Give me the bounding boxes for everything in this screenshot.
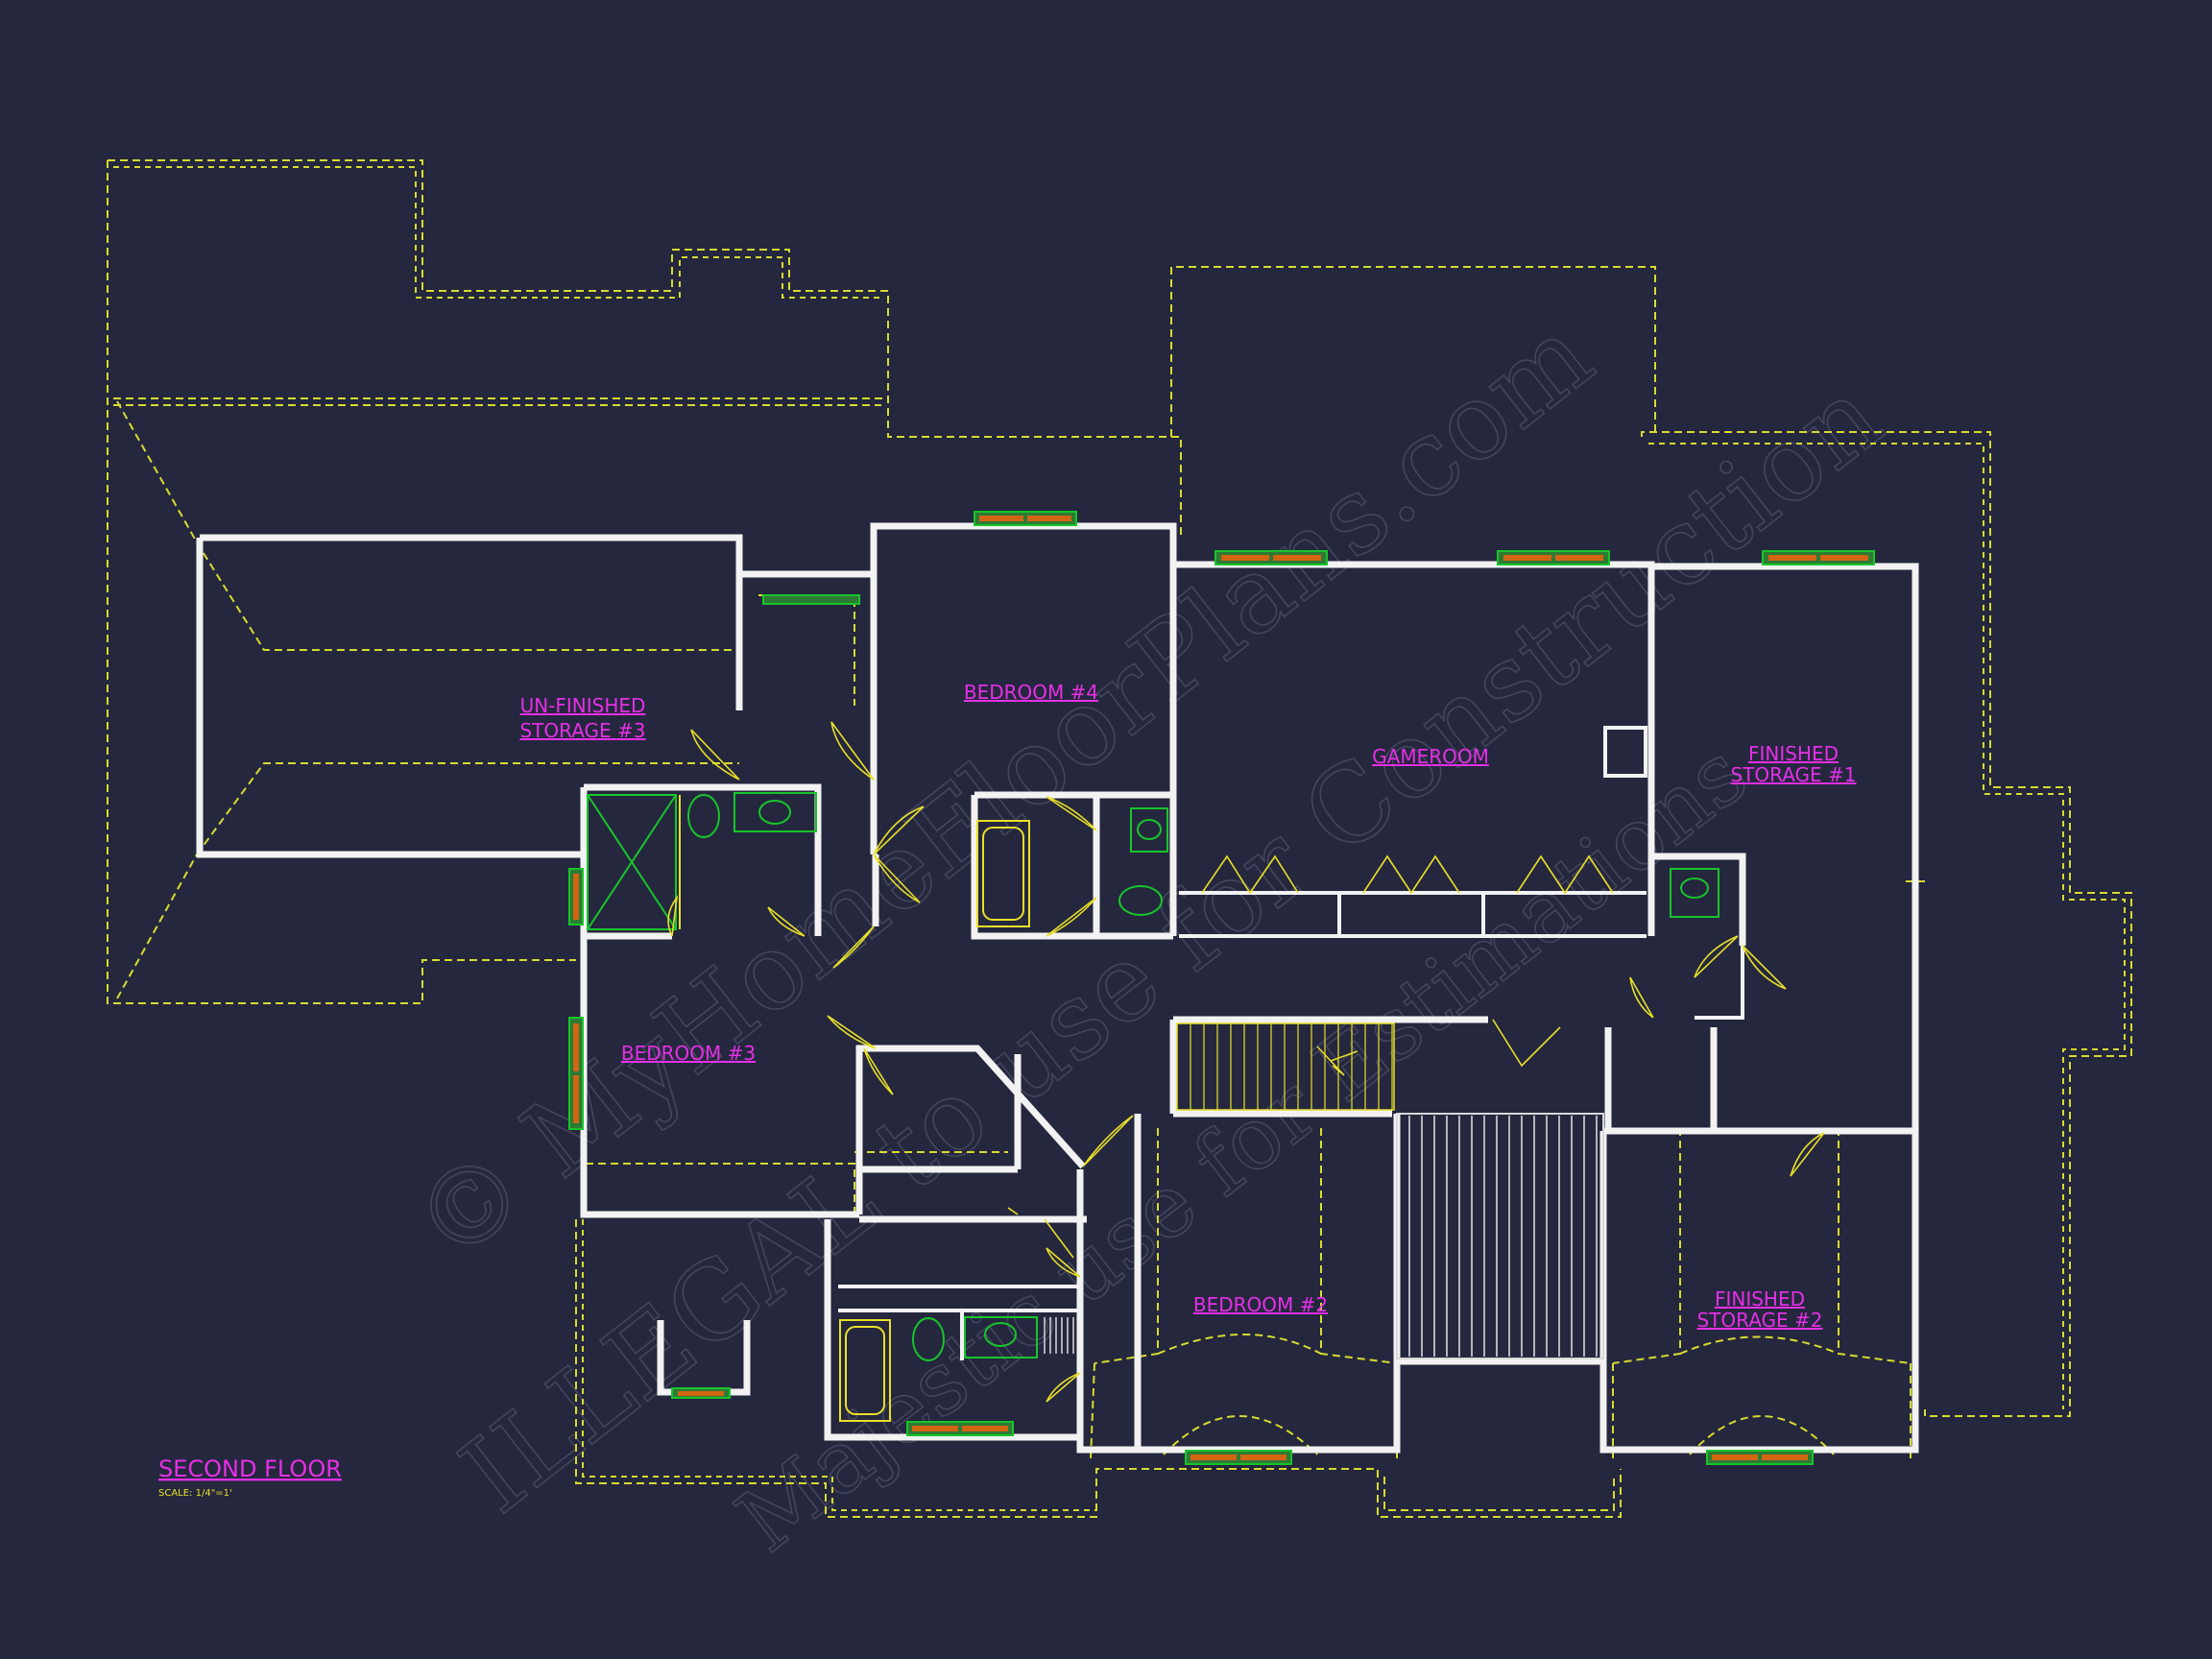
unfinished-storage-3-label-1: UN-FINISHED [520,694,646,717]
finished-storage-1-label-1: FINISHED [1748,742,1839,765]
finished-storage-2-label-1: FINISHED [1715,1287,1805,1310]
gameroom-label: GAMEROOM [1372,745,1489,768]
watermark: © MyHomeFloorPlans.com ILLEGAL to use fo… [390,293,1904,1573]
bedroom-2-label: BEDROOM #2 [1193,1293,1328,1316]
doors [667,721,1825,1403]
finished-storage-1-label-2: STORAGE #1 [1730,763,1856,786]
plan-scale: SCALE: 1/4"=1' [158,1488,232,1499]
bedroom-4-label: BEDROOM #4 [964,681,1098,704]
finished-storage-2-label-2: STORAGE #2 [1696,1309,1822,1332]
title-block: SECOND FLOOR SCALE: 1/4"=1' [158,1455,342,1499]
bedroom-3-label: BEDROOM #3 [621,1042,756,1065]
fixtures [587,792,1719,1422]
room-labels: UN-FINISHED STORAGE #3 BEDROOM #4 GAMERO… [519,681,1856,1332]
stairs [1176,1022,1604,1359]
windows [568,511,1875,1465]
unfinished-storage-3-label-2: STORAGE #3 [519,719,645,742]
roof-overhang-outline [107,159,2132,1518]
plan-title: SECOND FLOOR [158,1455,342,1482]
